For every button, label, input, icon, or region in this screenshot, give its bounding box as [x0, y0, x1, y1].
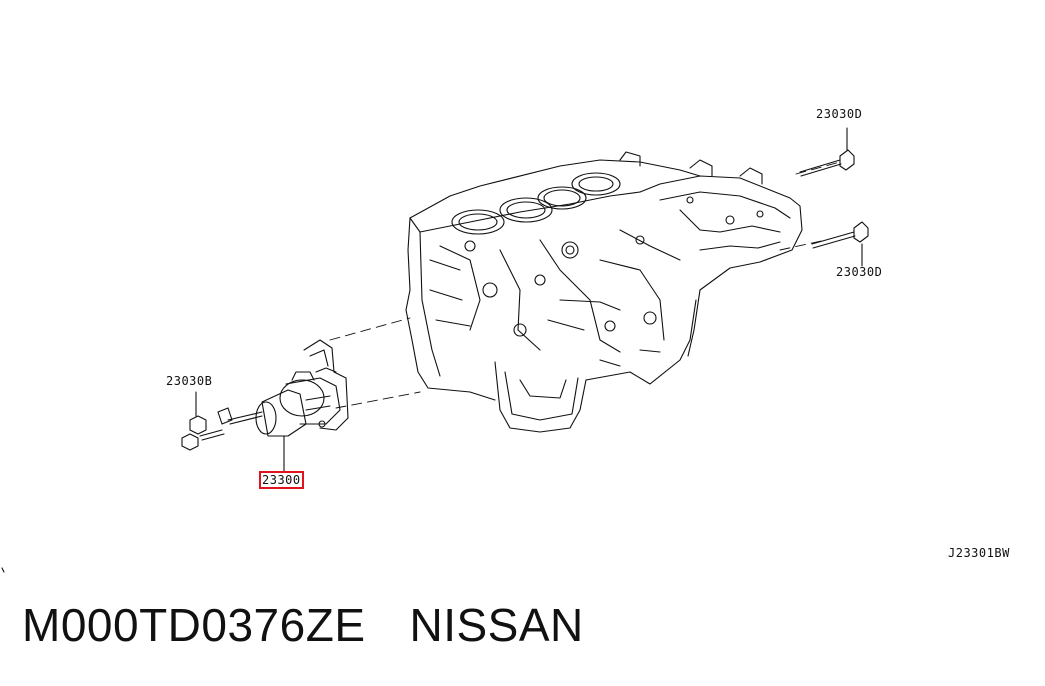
alignment-lines — [329, 161, 841, 409]
callout-lower-bolt: 23030D — [836, 265, 883, 279]
footer-caption: M000TD0376ZE NISSAN — [22, 598, 584, 652]
starter-motor — [217, 339, 349, 473]
corner-mark — [1, 567, 5, 573]
bolt-upper — [799, 127, 855, 177]
engine-block — [405, 151, 803, 433]
brand-name: NISSAN — [409, 599, 584, 651]
callout-left-bolt: 23030B — [166, 374, 213, 388]
part-number: M000TD0376ZE — [22, 599, 366, 651]
callout-starter-highlighted[interactable]: 23300 — [259, 471, 304, 489]
callout-upper-bolt: 23030D — [816, 107, 863, 121]
bolt-lower — [811, 221, 869, 267]
diagram-code: J23301BW — [948, 546, 1010, 560]
bolt-left — [181, 391, 225, 451]
